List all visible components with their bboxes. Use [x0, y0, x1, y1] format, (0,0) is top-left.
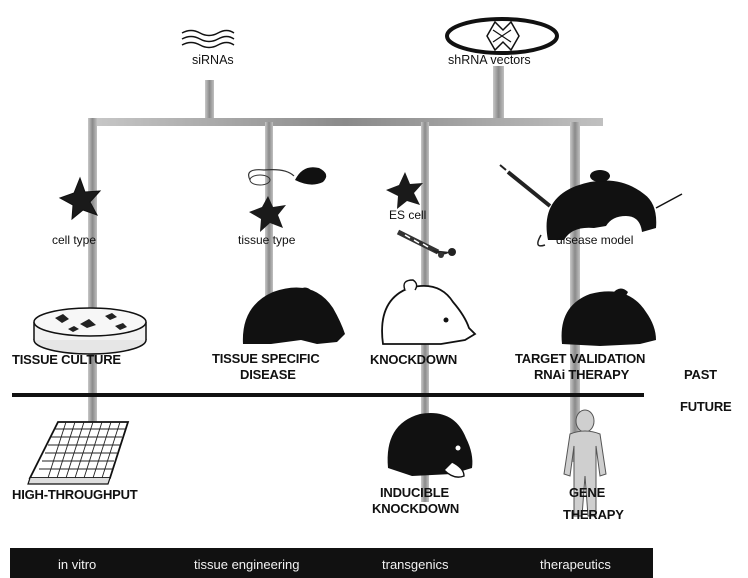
cell-type-label: cell type: [52, 234, 96, 248]
category-transgenics: transgenics: [382, 557, 448, 572]
sirna-icon: [182, 31, 234, 48]
past-future-divider: [12, 393, 644, 397]
horizontal-connector: [88, 118, 603, 126]
tissue-culture-label: TISSUE CULTURE: [12, 353, 121, 368]
knockdown-mouse-icon: [382, 280, 475, 344]
tissue-type-label: tissue type: [238, 234, 295, 248]
inducible-label-line2: KNOCKDOWN: [372, 502, 459, 517]
category-in-vitro: in vitro: [58, 557, 96, 572]
target-validation-label-line1: TARGET VALIDATION: [515, 352, 645, 367]
well-plate-icon: [28, 422, 128, 484]
inducible-label-line1: INDUCIBLE: [380, 486, 449, 501]
shrna-vector-icon: [447, 19, 557, 53]
column-in-vitro: [88, 118, 97, 468]
future-label: FUTURE: [680, 400, 732, 415]
tissue-specific-label-line1: TISSUE SPECIFIC: [212, 352, 320, 367]
shrna-stem: [493, 66, 504, 122]
petri-dish-icon: [34, 308, 146, 354]
column-therapeutics: [570, 122, 580, 462]
gene-therapy-label-line2: THERAPY: [563, 508, 624, 523]
sirna-stem: [205, 80, 214, 122]
tissue-type-icon: [249, 167, 327, 232]
category-tissue-engineering: tissue engineering: [194, 557, 300, 572]
sirna-label: siRNAs: [192, 53, 234, 67]
past-label: PAST: [684, 368, 717, 383]
es-cell-label: ES cell: [389, 209, 426, 223]
category-therapeutics: therapeutics: [540, 557, 611, 572]
disease-model-label: disease model: [556, 234, 633, 248]
tissue-specific-mouse-icon: [243, 287, 345, 344]
gene-therapy-label-line1: GENE: [569, 486, 605, 501]
tissue-specific-label-line2: DISEASE: [240, 368, 296, 383]
shrna-vectors-label: shRNA vectors: [448, 53, 531, 67]
rnai-therapy-label: RNAi THERAPY: [534, 368, 629, 383]
high-throughput-label: HIGH-THROUGHPUT: [12, 488, 138, 503]
knockdown-label: KNOCKDOWN: [370, 353, 457, 368]
inducible-mouse-icon: [388, 413, 473, 477]
